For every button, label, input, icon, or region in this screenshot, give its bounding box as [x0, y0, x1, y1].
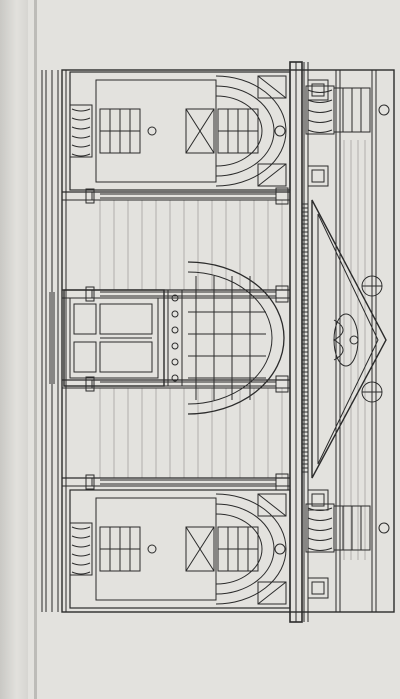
arched-window-icon	[215, 493, 287, 605]
central-entrance-bay	[45, 261, 285, 415]
parapet-band	[335, 70, 377, 612]
column-icon	[85, 187, 289, 205]
wing-window-upper	[217, 526, 286, 572]
ornamental-frieze	[167, 289, 183, 387]
wing-window-lower	[99, 108, 157, 154]
decorative-grille	[185, 108, 215, 154]
top-wing-bay	[69, 71, 291, 191]
wing-window-bays	[69, 71, 291, 609]
central-arched-window	[187, 261, 285, 415]
wing-window-lower	[99, 526, 157, 572]
triangular-pediment-icon	[301, 199, 387, 479]
parapet-block-4	[307, 577, 329, 599]
parapet-block-2	[307, 165, 329, 187]
wing-window-upper	[217, 108, 286, 154]
baluster-railing-icon	[69, 522, 93, 576]
wall-rustication-lines	[99, 140, 366, 560]
parapet-block-3	[307, 489, 329, 511]
parapet-window-top	[305, 85, 390, 135]
decorative-grille	[185, 526, 215, 572]
parapet-block-1	[307, 79, 329, 101]
paper-fold-line	[34, 0, 37, 699]
arched-window-icon	[215, 75, 287, 187]
main-door-icon	[63, 289, 165, 387]
entrance-steps	[45, 292, 63, 384]
baluster-railing-icon	[69, 104, 93, 158]
paper-edge-shadow	[0, 0, 28, 699]
parapet-windows	[305, 79, 390, 599]
bottom-wing-bay	[69, 489, 291, 609]
